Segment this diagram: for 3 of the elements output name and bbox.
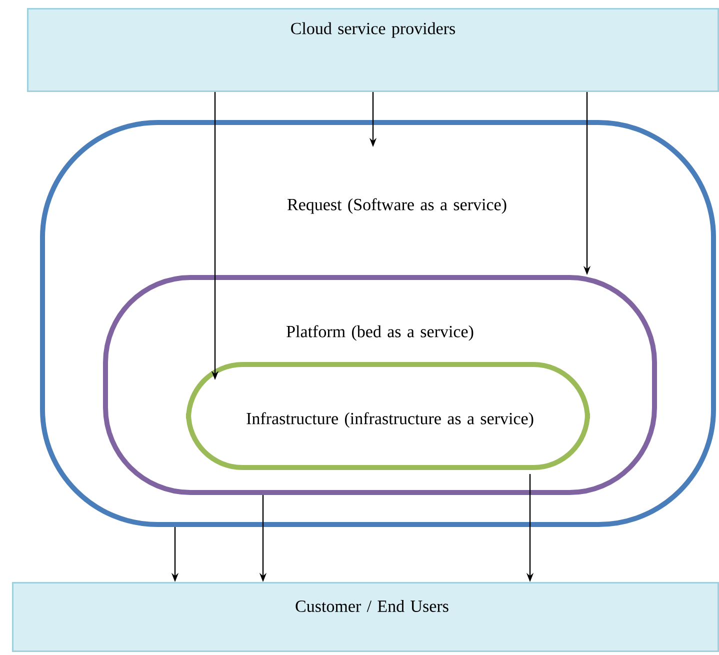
infrastructure-layer: Infrastructure (infrastructure as a service) [186,362,590,470]
users-band: Customer / End Users [12,582,719,652]
provider-band: Cloud service providers [27,8,719,92]
